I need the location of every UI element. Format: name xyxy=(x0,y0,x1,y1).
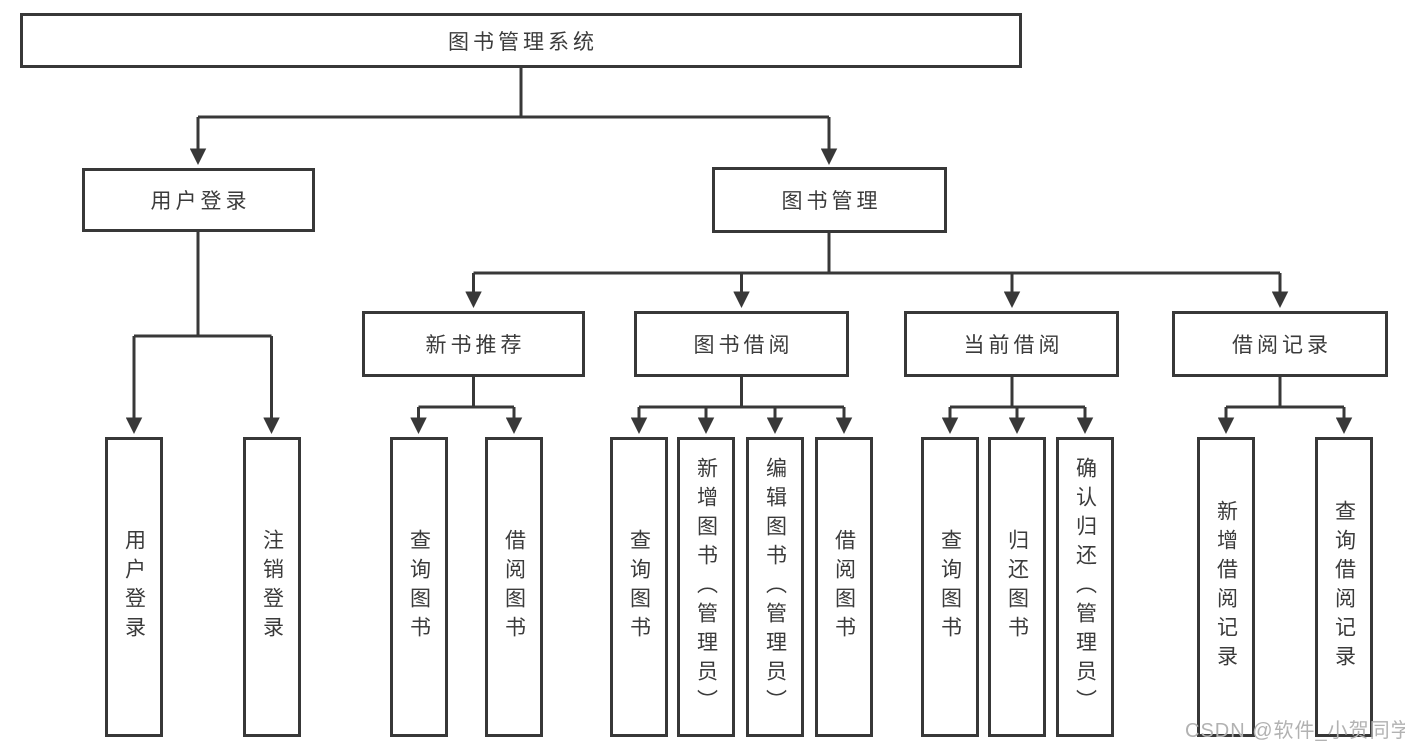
leaf-edit-book-admin: 编辑图书（管理员） xyxy=(746,437,804,737)
leaf-add-book-admin: 新增图书（管理员） xyxy=(677,437,735,737)
leaf-logout-login: 注销登录 xyxy=(243,437,301,737)
leaf-query-books-recommend: 查询图书 xyxy=(390,437,448,737)
current-borrow-node: 当前借阅 xyxy=(904,311,1119,377)
leaf-query-books-current: 查询图书 xyxy=(921,437,979,737)
leaf-confirm-return-admin: 确认归还（管理员） xyxy=(1056,437,1114,737)
leaf-query-borrow-record: 查询借阅记录 xyxy=(1315,437,1373,737)
root-node: 图书管理系统 xyxy=(20,13,1022,68)
leaf-borrow-books-recommend: 借阅图书 xyxy=(485,437,543,737)
borrow-record-node: 借阅记录 xyxy=(1172,311,1388,377)
book-management-node: 图书管理 xyxy=(712,167,947,233)
leaf-add-borrow-record: 新增借阅记录 xyxy=(1197,437,1255,737)
leaf-query-books-borrow: 查询图书 xyxy=(610,437,668,737)
csdn-watermark: CSDN @软件_小贺同学 xyxy=(1185,720,1405,742)
new-book-recommend-node: 新书推荐 xyxy=(362,311,585,377)
book-borrow-node: 图书借阅 xyxy=(634,311,849,377)
leaf-borrow-books: 借阅图书 xyxy=(815,437,873,737)
leaf-user-login: 用户登录 xyxy=(105,437,163,737)
user-login-node: 用户登录 xyxy=(82,168,315,232)
leaf-return-book: 归还图书 xyxy=(988,437,1046,737)
